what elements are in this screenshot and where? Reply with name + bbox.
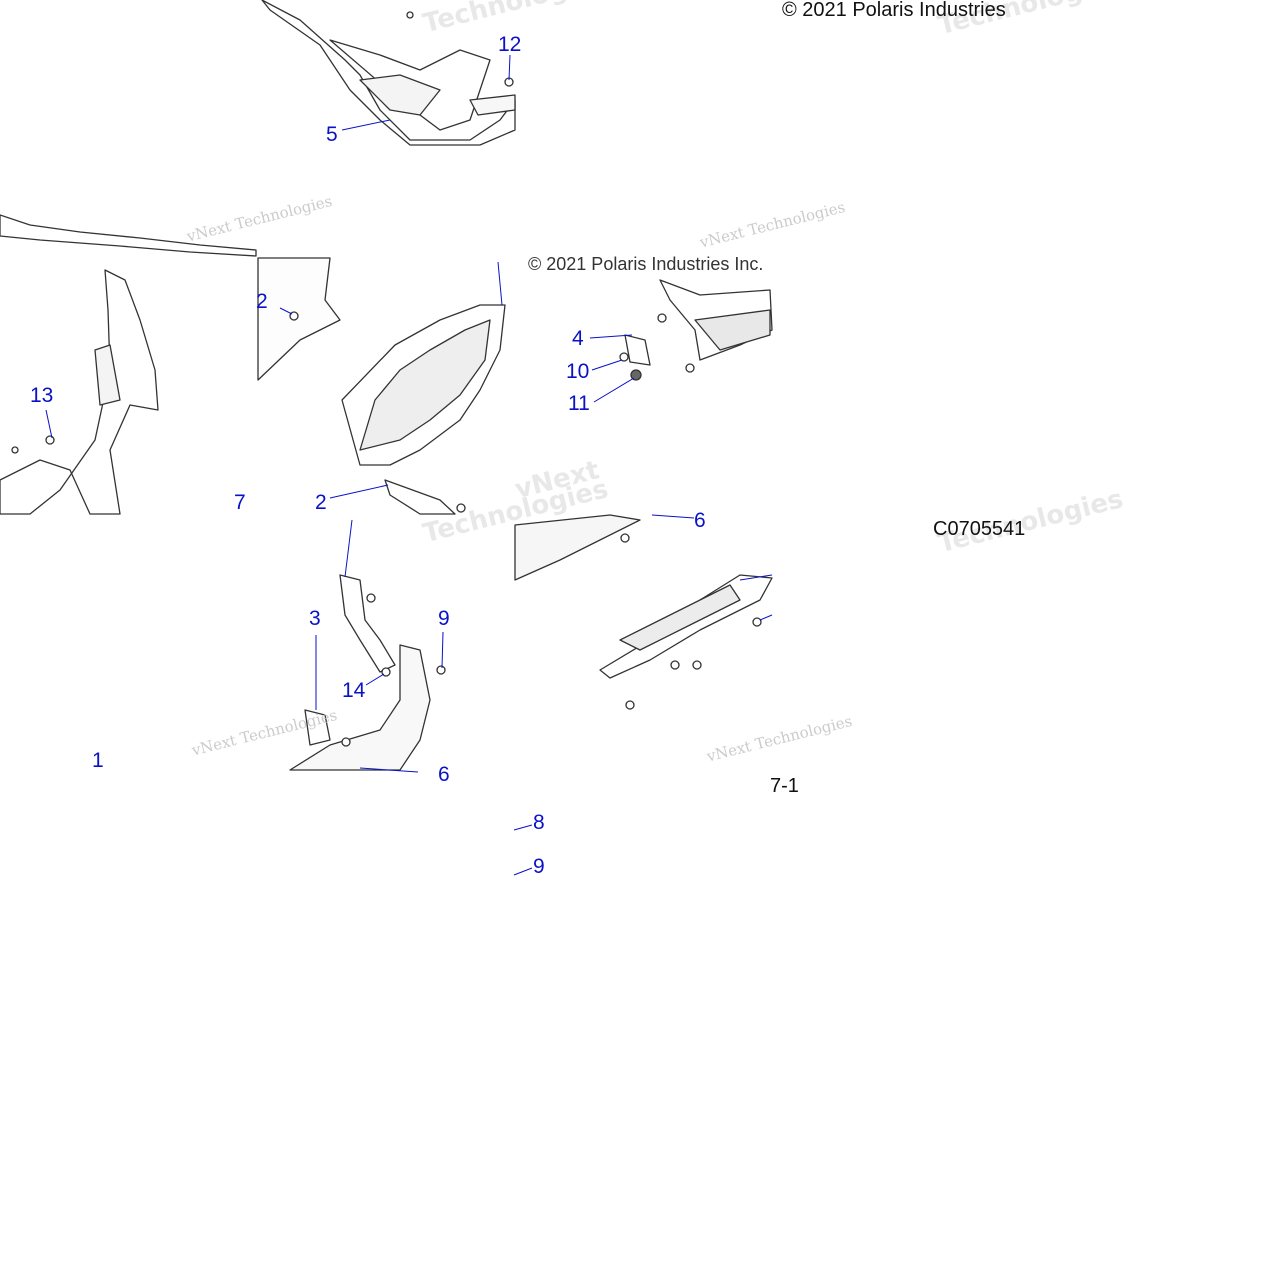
callout-3[interactable]: 3 [309,607,321,630]
callout-9[interactable]: 9 [533,855,545,878]
callout-10[interactable]: 10 [566,360,590,383]
callout-2[interactable]: 2 [315,491,327,514]
copyright-mid: © 2021 Polaris Industries Inc. [528,254,764,274]
callout-6[interactable]: 6 [694,509,706,532]
callout-14[interactable]: 14 [342,679,366,702]
copyright-top: © 2021 Polaris Industries [782,0,1006,21]
callout-4[interactable]: 4 [572,327,584,350]
part-side-frame [0,214,257,515]
part-bracket-3 [289,574,431,771]
callout-5[interactable]: 5 [326,123,338,146]
part-fairing-upper [624,279,773,366]
callout-8[interactable]: 8 [533,811,545,834]
part-upper-bracket [261,0,516,146]
callout-7[interactable]: 7 [234,491,246,514]
leader-lines [45,54,773,876]
callout-13[interactable]: 13 [30,384,54,407]
callout-12[interactable]: 12 [498,33,522,56]
callout-6[interactable]: 6 [438,763,450,786]
callout-11[interactable]: 11 [568,392,590,415]
part-lower-trim [514,514,773,679]
callout-1[interactable]: 1 [92,749,104,772]
callout-2[interactable]: 2 [256,290,268,313]
callout-9[interactable]: 9 [438,607,450,630]
part-grille [257,257,506,515]
page-ref: 7-1 [770,775,799,797]
diagram-code: C0705541 [933,518,1026,540]
